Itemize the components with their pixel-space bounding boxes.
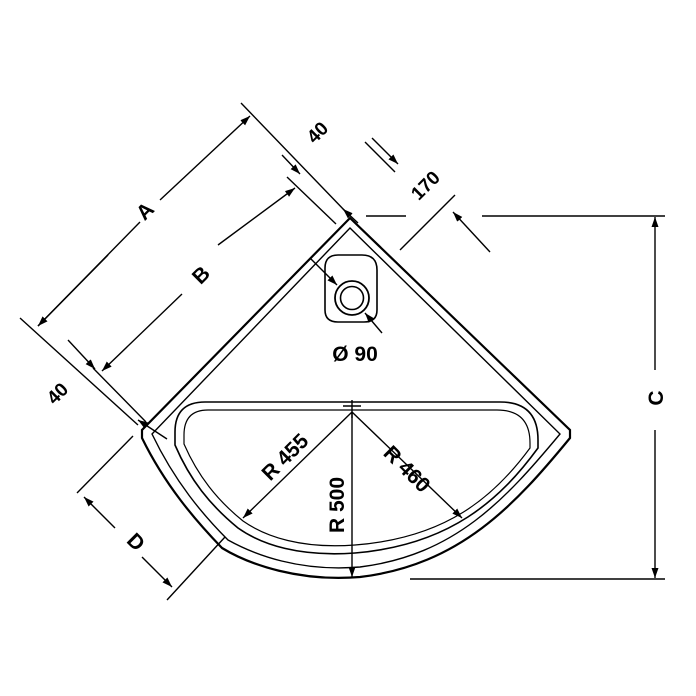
radius-line-460: [351, 411, 463, 519]
drain-diameter-label: Ø 90: [332, 343, 378, 366]
extension-line: [92, 367, 147, 423]
extension-line: [76, 435, 134, 494]
dimension-line-b: [217, 187, 296, 246]
drain-icon: [324, 254, 378, 323]
dimension-line-170: [399, 194, 456, 251]
drain-diameter-leader: [364, 312, 383, 334]
drain-position-leader: [309, 257, 338, 286]
dimension-lines: [19, 102, 665, 601]
dim-label-40-left: 40: [43, 379, 73, 409]
dim-label-40-top: 40: [303, 118, 333, 148]
dimension-line-d: [83, 496, 116, 529]
extension-line: [364, 141, 396, 173]
dimension-line-40-top: [281, 154, 301, 175]
dimension-line-40-left: [67, 339, 96, 370]
tray-basin-inner: [183, 409, 531, 547]
tray-rim-inner-edge: [151, 227, 561, 569]
dim-label-170: 170: [407, 167, 444, 204]
radius-line-455: [242, 411, 353, 519]
tray-body: [140, 216, 572, 579]
dimension-line-40-top: [342, 208, 359, 224]
dim-label-c: C: [645, 390, 668, 405]
extension-line: [19, 317, 139, 426]
extension-line: [166, 536, 226, 601]
tray-basin-outer: [174, 401, 539, 555]
extension-line: [240, 102, 347, 213]
dimension-line-a: [37, 254, 109, 327]
dim-label-d: D: [122, 529, 149, 556]
dimension-line-170: [371, 137, 399, 165]
dimension-line-a: [159, 115, 251, 201]
dim-label-b: B: [188, 262, 215, 289]
extension-line: [286, 176, 337, 225]
drain-outer-ring: [334, 280, 370, 316]
dim-label-a: A: [132, 198, 159, 225]
dimension-line-40-left: [137, 419, 168, 440]
tray-outer-rim: [140, 216, 572, 579]
drain-surround: [324, 254, 378, 323]
dimension-line-b: [101, 293, 183, 372]
radius-label-460: R 460: [379, 441, 435, 497]
dimension-line-d: [141, 556, 173, 588]
radius-label-500: R 500: [326, 477, 349, 533]
dimension-line-170: [452, 211, 491, 253]
drain-inner-ring: [339, 285, 365, 311]
